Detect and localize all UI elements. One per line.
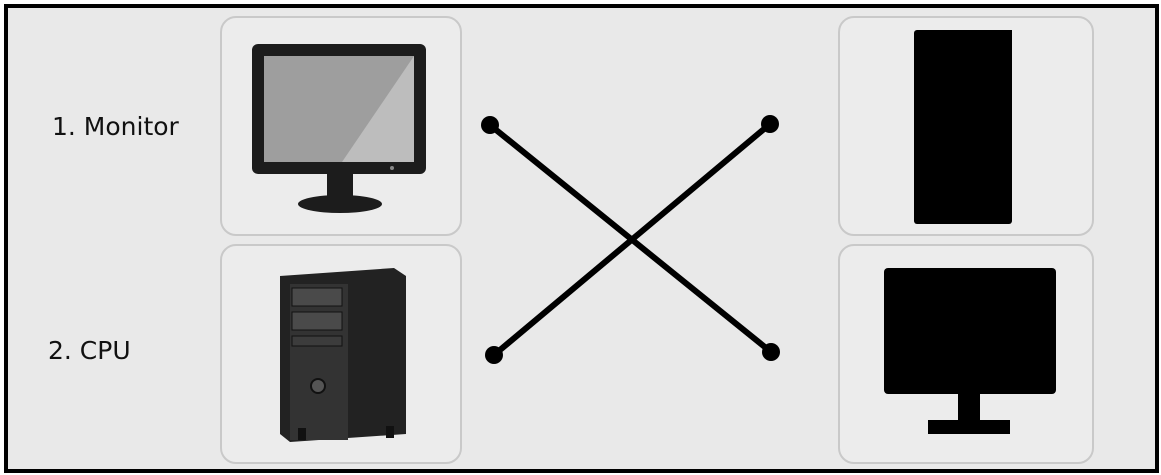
right-dot-monitor-silhouette[interactable] <box>762 343 780 361</box>
left-dot-monitor[interactable] <box>481 116 499 134</box>
left-dot-cpu[interactable] <box>485 346 503 364</box>
right-dot-cpu-silhouette[interactable] <box>761 115 779 133</box>
